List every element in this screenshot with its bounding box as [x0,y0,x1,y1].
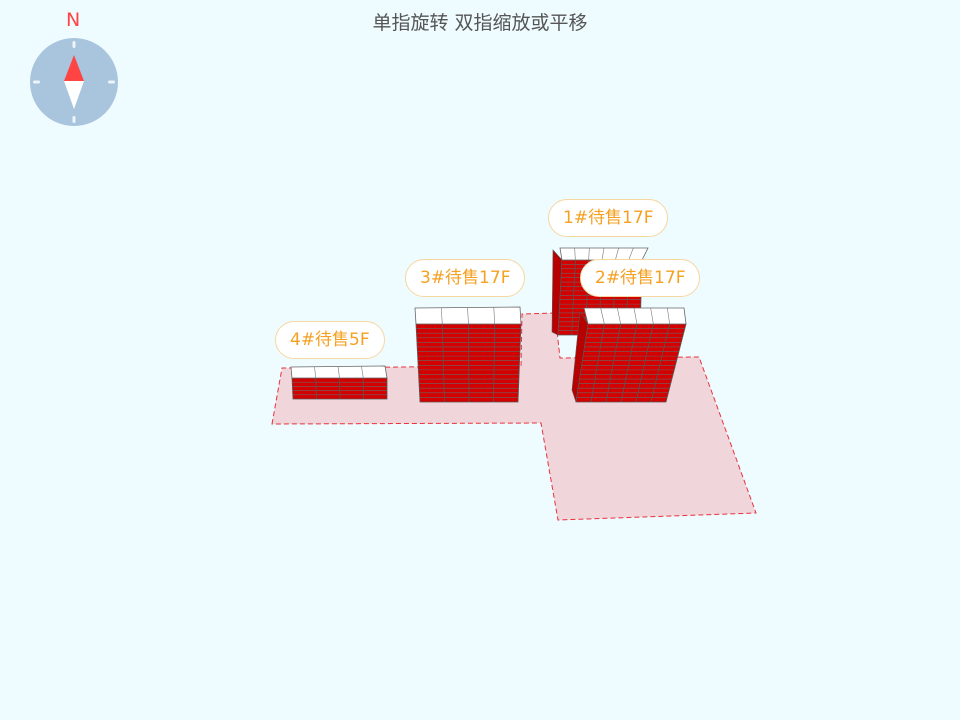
roof-line [601,247,605,261]
unit-line [590,323,605,403]
roof-line [628,247,634,261]
roof-line [314,366,317,379]
roof-line [600,307,605,325]
unit-line [441,323,445,403]
roof-line [337,366,340,379]
compass-icon[interactable] [30,38,118,126]
unit-line [650,323,671,403]
unit-line [605,323,622,403]
roof-line [467,307,469,325]
building-label-3[interactable]: 3#待售17F [405,259,526,297]
unit-line [620,323,638,403]
unit-line [493,323,496,403]
roof-line [650,307,654,325]
unit-line [339,377,341,400]
unit-line [468,323,470,403]
unit-line [635,323,654,403]
roof-line [493,307,496,325]
building-label-2[interactable]: 2#待售17F [580,259,701,297]
roof-line [615,247,619,261]
building-2-roof [583,307,687,325]
building-label-1[interactable]: 1#待售17F [548,199,669,237]
unit-line [315,377,317,400]
building-label-4[interactable]: 4#待售5F [275,321,385,359]
gesture-hint: 单指旋转 双指缩放或平移 [372,12,588,34]
roof-line [617,307,621,325]
roof-line [440,307,443,325]
roof-line [588,247,590,261]
unit-line [571,259,576,336]
roof-line [574,247,576,261]
roof-line [667,307,670,325]
roof-line [633,307,638,325]
roof-line [361,366,364,379]
compass-north-label: N [66,9,81,31]
